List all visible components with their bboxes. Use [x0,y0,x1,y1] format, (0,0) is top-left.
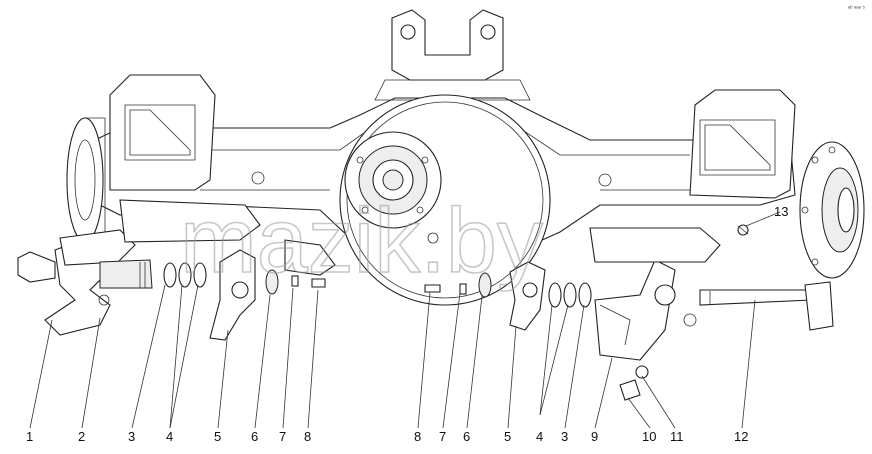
leader-lines [29,211,781,429]
callout-9: 9 [591,429,598,444]
watermark-text: mazik.by [180,190,543,292]
callout-7-left: 7 [279,429,286,444]
callout-4-left: 4 [166,429,173,444]
callout-10: 10 [642,429,656,444]
right-exploded-parts [424,224,834,401]
callout-8-left: 8 [304,429,311,444]
callout-4-right: 4 [536,429,543,444]
callout-5-right: 5 [504,429,511,444]
callout-6-right: 6 [463,429,470,444]
callout-3-right: 3 [561,429,568,444]
callout-1: 1 [26,429,33,444]
callout-11: 11 [670,429,684,444]
callout-2: 2 [78,429,85,444]
callout-12: 12 [734,429,748,444]
callout-3-left: 3 [128,429,135,444]
axle-housing [66,9,865,306]
callout-labels: 1 2 3 4 5 6 7 8 8 7 6 5 4 3 9 10 11 12 1… [26,204,788,444]
callout-7-right: 7 [439,429,446,444]
corner-mark: ᵃᵇ ᵃᵃᵃ ⁵ [848,5,866,12]
callout-13: 13 [774,204,788,219]
left-exploded-parts [17,199,336,341]
callout-6-left: 6 [251,429,258,444]
callout-8-right: 8 [414,429,421,444]
callout-5-left: 5 [214,429,221,444]
